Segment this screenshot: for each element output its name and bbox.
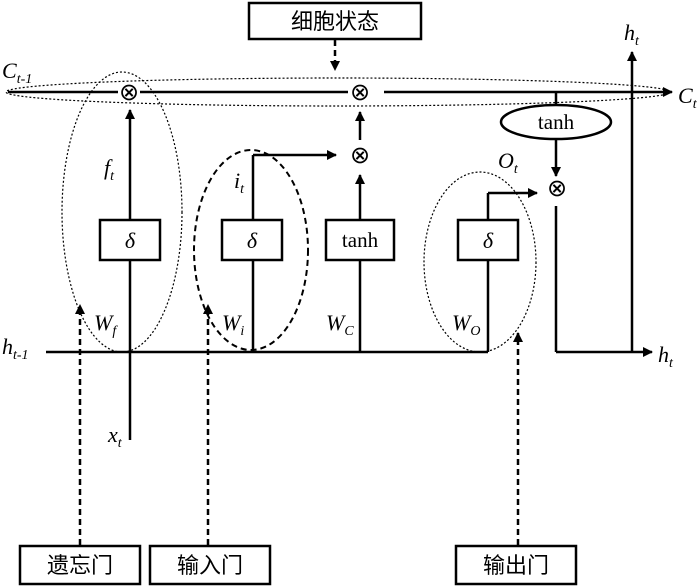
state-add-mult-icon: ⊗ [350,80,370,106]
h-out-right-label: ht [658,342,674,371]
output-label-box [454,544,578,586]
output-gate-sigma: δ [483,228,494,253]
input-gate-ellipse [193,149,309,351]
x-input-label: xt [107,422,123,451]
output-gate-box [456,218,520,262]
cand-weight-label: WC [326,310,354,339]
forget-signal-label: ft [104,155,115,184]
tanh-oval-label: tanh [538,110,575,134]
cell-state-title-box [247,1,423,41]
forget-weight-label: Wf [94,310,118,339]
output-weight-label: WO [452,310,480,339]
forget-gate-box [98,218,162,262]
input-mult-icon: ⊗ [350,143,370,169]
input-weight-label: Wi [222,310,244,339]
c-prev-label: Ct-1 [2,58,32,87]
forget-mult-icon: ⊗ [119,80,139,106]
input-label-box [148,544,272,586]
cell-state-title: 细胞状态 [291,10,379,35]
h-out-top-label: ht [624,20,640,49]
forget-label-box [18,544,142,586]
output-mult-icon: ⊗ [547,176,567,202]
input-signal-label: it [234,168,245,197]
input-gate-sigma: δ [247,228,258,253]
h-prev-label: ht-1 [2,334,29,363]
forget-gate-sigma: δ [125,228,136,253]
input-gate-box [220,218,284,262]
cand-tanh-box [324,218,396,262]
c-next-label: Ct [678,83,698,112]
cand-tanh-label: tanh [342,228,379,252]
input-label: 输入门 [177,554,243,579]
output-signal-label: Ot [498,148,519,177]
forget-label: 遗忘门 [47,554,113,579]
output-label: 输出门 [483,554,549,579]
forget-gate-ellipse [61,71,183,353]
